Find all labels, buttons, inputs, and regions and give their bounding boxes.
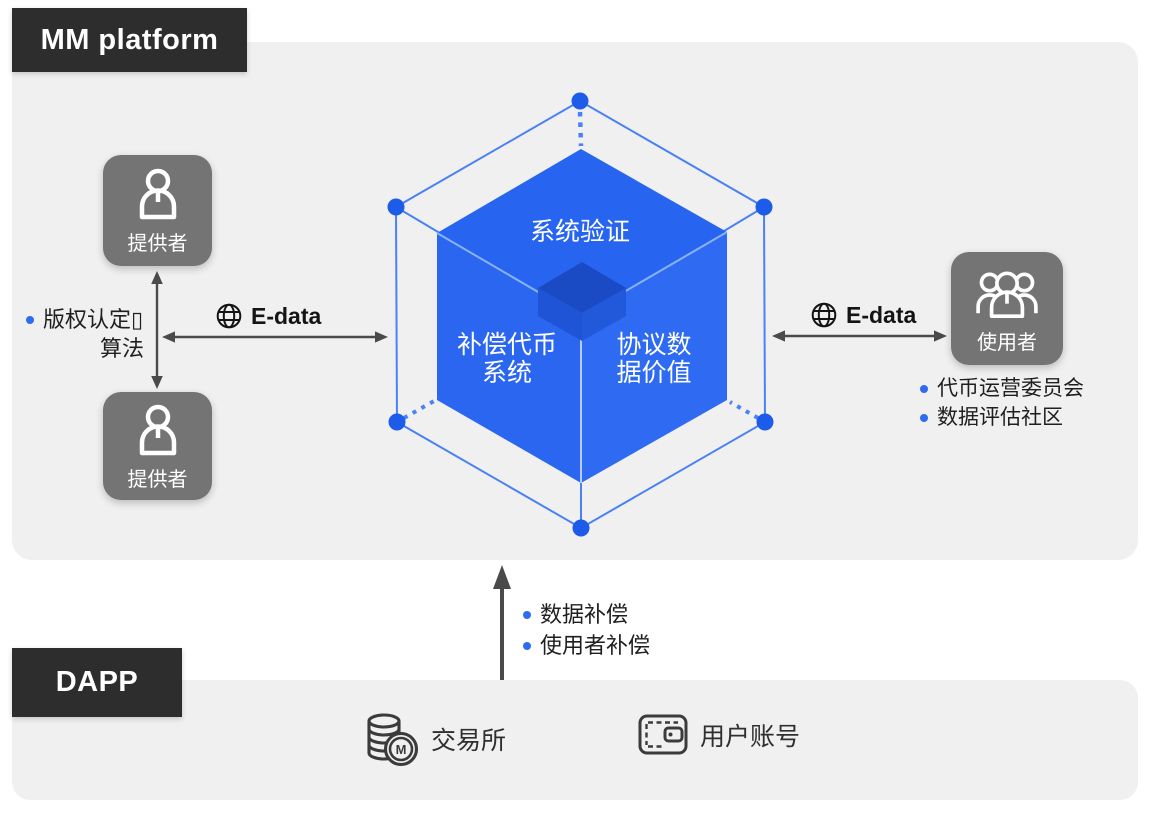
dapp-label: DAPP	[12, 648, 182, 717]
edata-text: E-data	[846, 301, 917, 328]
bullet-dot	[523, 641, 531, 650]
globe-icon	[811, 302, 837, 328]
cube-face-left-line1: 补偿代币	[456, 331, 558, 359]
dapp-panel	[12, 680, 1138, 800]
edata-text: E-data	[251, 302, 322, 329]
bullet-dot	[920, 384, 928, 393]
dapp-item-exchange: M 交易所	[363, 711, 506, 767]
globe-icon	[216, 303, 242, 329]
flow-note-item: 使用者补偿	[540, 633, 651, 658]
bullet-dot	[523, 610, 531, 619]
provider-note-line1: 版权认定▯	[43, 307, 144, 332]
edata-arrow-left	[162, 331, 388, 343]
provider-box-top: 提供者	[103, 155, 212, 266]
svg-text:M: M	[396, 742, 407, 757]
cube-face-right-line1: 协议数	[616, 331, 692, 359]
cube-face-right-line2: 据价值	[616, 359, 692, 387]
edata-label-left: E-data	[215, 302, 321, 330]
cube-face-left-label: 补偿代币 系统	[457, 331, 557, 387]
dapp-item-label: 用户账号	[700, 722, 801, 751]
cube-face-right-label: 协议数 据价值	[616, 331, 691, 387]
bullet-dot	[26, 315, 34, 324]
mm-platform-label: MM platform	[12, 8, 247, 72]
user-label: 使用者	[977, 332, 1037, 354]
provider-note-line2: 算法	[99, 336, 144, 361]
compensation-arrow	[493, 565, 511, 680]
provider-box-bottom: 提供者	[103, 392, 212, 500]
users-group-icon	[976, 271, 1038, 319]
wallet-icon	[638, 714, 688, 755]
mini-cube-icon	[538, 262, 626, 341]
user-notes: 代币运营委员会 数据评估社区	[920, 374, 1084, 432]
provider-label: 提供者	[127, 233, 188, 255]
hexagon-nodes	[387, 92, 774, 537]
coin-stack-icon: M	[367, 713, 419, 767]
cube-face-top-label: 系统验证	[529, 218, 631, 246]
provider-sync-arrow	[151, 271, 163, 389]
provider-note: 版权认定▯ 算法	[26, 306, 152, 362]
provider-label: 提供者	[127, 469, 188, 491]
person-icon	[139, 404, 176, 456]
flow-note-item: 数据补偿	[540, 602, 629, 627]
flow-notes: 数据补偿 使用者补偿	[523, 599, 650, 661]
user-note-item: 数据评估社区	[937, 406, 1063, 429]
person-icon	[139, 168, 176, 220]
bullet-dot	[920, 413, 928, 422]
dapp-item-label: 交易所	[431, 727, 507, 755]
edata-arrow-right	[772, 330, 947, 342]
data-cube	[436, 149, 728, 483]
edata-label-right: E-data	[810, 301, 916, 329]
cube-face-left-line2: 系统	[481, 359, 533, 387]
user-note-item: 代币运营委员会	[937, 377, 1084, 400]
dapp-item-account: 用户账号	[638, 714, 800, 755]
user-box: 使用者	[951, 252, 1063, 365]
